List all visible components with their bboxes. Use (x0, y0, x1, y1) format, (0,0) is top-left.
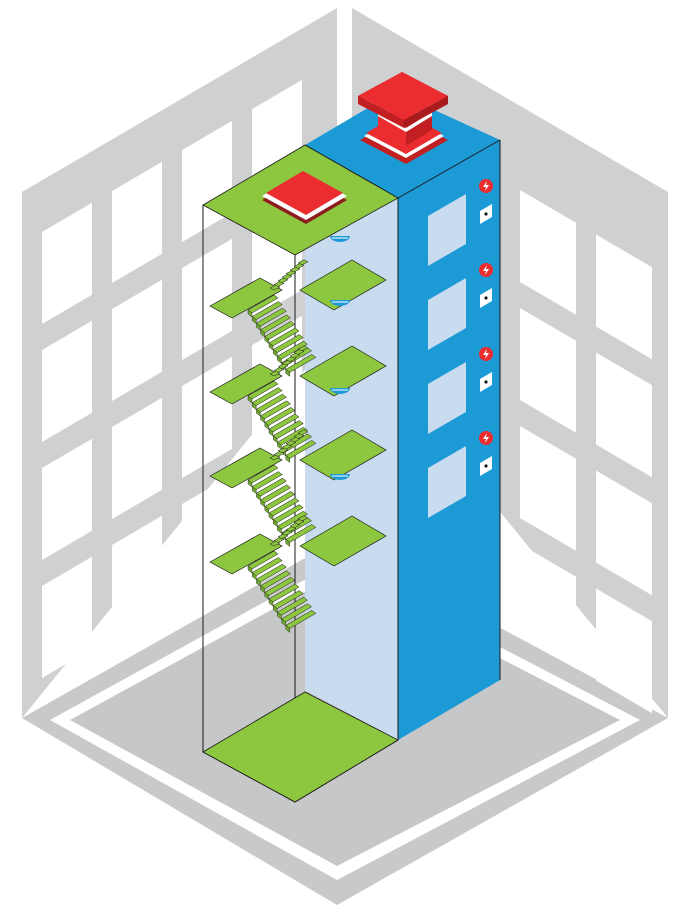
lightning-alarm-icon (479, 347, 493, 361)
lightning-alarm-icon (479, 431, 493, 445)
lightning-alarm-icon (479, 179, 493, 193)
lightning-alarm-icon (479, 263, 493, 277)
